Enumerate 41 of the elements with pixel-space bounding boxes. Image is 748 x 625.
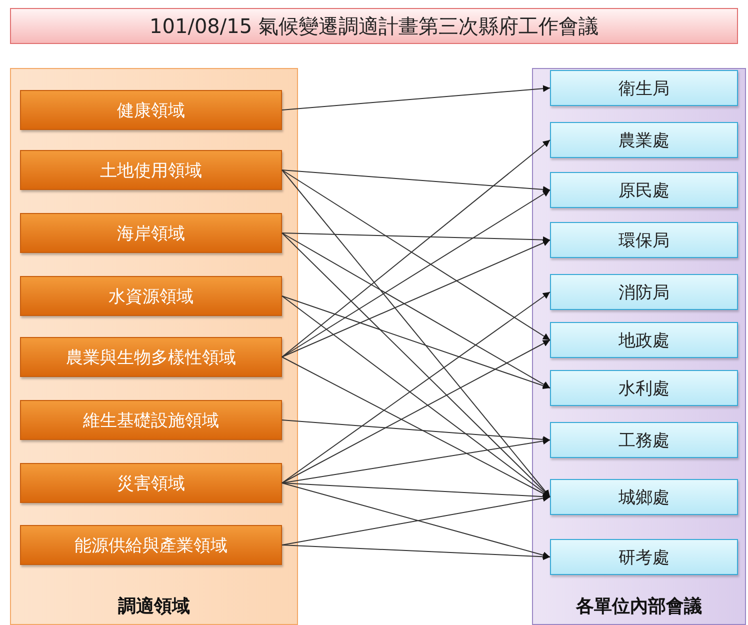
domain-box: 水資源領域: [20, 276, 282, 316]
domain-box: 災害領域: [20, 463, 282, 503]
unit-box: 環保局: [550, 222, 738, 258]
arrow: [282, 340, 550, 484]
unit-box: 研考處: [550, 539, 738, 575]
arrow: [282, 190, 550, 358]
unit-box: 工務處: [550, 422, 738, 458]
arrow: [282, 438, 550, 484]
domain-box: 能源供給與產業領域: [20, 525, 282, 565]
arrow: [282, 232, 550, 388]
domain-box: 維生基礎設施領域: [20, 400, 282, 440]
arrow: [282, 494, 550, 546]
arrow: [282, 140, 550, 358]
arrow: [282, 85, 550, 110]
arrow: [282, 240, 550, 358]
unit-box: 地政處: [550, 322, 738, 358]
arrow: [282, 482, 550, 558]
arrow: [282, 170, 550, 498]
domain-box: 健康領域: [20, 90, 282, 130]
group-panel: [532, 68, 746, 625]
unit-box: 消防局: [550, 274, 738, 310]
title-banner: 101/08/15 氣候變遷調適計畫第三次縣府工作會議: [10, 8, 738, 44]
arrow: [282, 420, 550, 443]
domain-box: 土地使用領域: [20, 150, 282, 190]
group-panel: [10, 68, 298, 625]
arrow: [282, 356, 550, 498]
arrow: [282, 170, 550, 193]
unit-box: 水利處: [550, 370, 738, 406]
panel-heading: 調適領域: [118, 595, 190, 618]
arrow: [282, 170, 550, 340]
unit-box: 農業處: [550, 122, 738, 158]
arrow: [282, 296, 550, 390]
unit-box: 原民處: [550, 172, 738, 208]
arrow: [282, 232, 550, 498]
domain-box: 海岸領域: [20, 213, 282, 253]
unit-box: 衛生局: [550, 70, 738, 106]
arrow: [282, 232, 550, 244]
unit-box: 城鄉處: [550, 479, 738, 515]
domain-box: 農業與生物多樣性領域: [20, 337, 282, 377]
arrow: [282, 544, 550, 560]
panel-heading: 各單位內部會議: [576, 595, 702, 618]
